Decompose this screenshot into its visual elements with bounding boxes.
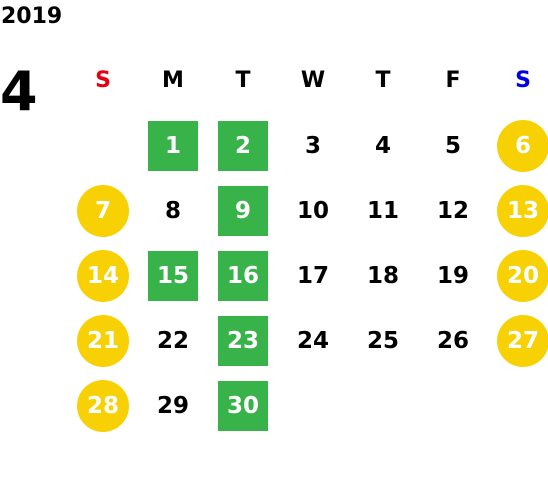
day-number: 22 (156, 327, 189, 354)
day-number: 24 (296, 327, 329, 354)
day-cell[interactable]: 2 (208, 113, 278, 178)
day-number: 26 (436, 327, 469, 354)
day-number: 25 (366, 327, 399, 354)
day-cell[interactable]: 8 (138, 178, 208, 243)
day-cell[interactable]: 21 (68, 308, 138, 373)
day-number: 17 (296, 262, 329, 289)
day-cell[interactable]: 29 (138, 373, 208, 438)
day-number: 12 (436, 197, 469, 224)
highlight-square-marker (218, 315, 268, 366)
day-number: 15 (156, 262, 189, 289)
week-row: 14 15 16 17 18 19 20 (68, 243, 548, 308)
calendar-month: 4 (0, 60, 38, 123)
day-cell[interactable]: 23 (208, 308, 278, 373)
day-number: 5 (444, 132, 461, 159)
weekday-label: W (300, 68, 326, 93)
day-number: 20 (506, 262, 539, 289)
day-cell[interactable]: 11 (348, 178, 418, 243)
highlight-square-marker (218, 380, 268, 431)
day-number: 30 (226, 392, 259, 419)
weekend-circle-marker (77, 379, 129, 432)
day-cell[interactable]: 16 (208, 243, 278, 308)
week-row: 7 8 9 10 11 12 13 (68, 178, 548, 243)
day-number: 3 (304, 132, 321, 159)
week-row: 1 2 3 4 5 6 (68, 113, 548, 178)
day-cell[interactable]: 4 (348, 113, 418, 178)
day-number: 2 (234, 132, 251, 159)
weekend-circle-marker (77, 249, 129, 302)
day-cell[interactable]: 18 (348, 243, 418, 308)
day-cell[interactable]: 1 (138, 113, 208, 178)
weekend-circle-marker (77, 184, 129, 237)
day-number: 6 (514, 132, 531, 159)
day-cell[interactable]: 15 (138, 243, 208, 308)
weekend-circle-marker (497, 314, 548, 367)
day-cell[interactable]: 17 (278, 243, 348, 308)
day-number: 14 (86, 262, 119, 289)
day-number: 18 (366, 262, 399, 289)
highlight-square-marker (218, 250, 268, 301)
day-number: 23 (226, 327, 259, 354)
day-cell[interactable]: 27 (488, 308, 548, 373)
day-number: 21 (86, 327, 119, 354)
weekend-circle-marker (77, 314, 129, 367)
day-number: 10 (296, 197, 329, 224)
day-number: 1 (164, 132, 181, 159)
week-row: 21 22 23 24 25 26 27 (68, 308, 548, 373)
highlight-square-marker (218, 185, 268, 236)
day-cell[interactable]: 6 (488, 113, 548, 178)
weekend-circle-marker (497, 119, 548, 172)
weekend-circle-marker (497, 184, 548, 237)
day-cell[interactable]: 7 (68, 178, 138, 243)
day-cell[interactable]: 28 (68, 373, 138, 438)
weekday-label: S (515, 68, 531, 93)
highlight-square-marker (218, 120, 268, 171)
day-cell[interactable]: 25 (348, 308, 418, 373)
day-number: 16 (226, 262, 259, 289)
day-cell[interactable]: 19 (418, 243, 488, 308)
day-number: 27 (506, 327, 539, 354)
day-cell[interactable]: 13 (488, 178, 548, 243)
day-cell[interactable]: 10 (278, 178, 348, 243)
weekday-label: M (162, 68, 184, 93)
day-number: 13 (506, 197, 539, 224)
day-number: 4 (374, 132, 391, 159)
day-cell[interactable]: 24 (278, 308, 348, 373)
highlight-square-marker (148, 250, 198, 301)
week-row: 28 29 30 (68, 373, 548, 438)
day-cell[interactable]: 3 (278, 113, 348, 178)
day-number: 11 (366, 197, 399, 224)
day-cell[interactable]: 22 (138, 308, 208, 373)
day-cell[interactable]: 26 (418, 308, 488, 373)
day-number: 29 (156, 392, 189, 419)
weekend-circle-marker (497, 249, 548, 302)
day-number: 7 (94, 197, 111, 224)
weekday-label: T (375, 68, 391, 93)
day-cell[interactable]: 20 (488, 243, 548, 308)
day-number: 9 (234, 197, 251, 224)
day-cell[interactable]: 14 (68, 243, 138, 308)
calendar-year: 2019 (1, 4, 63, 29)
weekday-label: F (445, 68, 461, 93)
day-cell[interactable]: 5 (418, 113, 488, 178)
day-cell[interactable]: 30 (208, 373, 278, 438)
day-cell[interactable]: 9 (208, 178, 278, 243)
day-number: 8 (164, 197, 181, 224)
day-cell[interactable]: 12 (418, 178, 488, 243)
highlight-square-marker (148, 120, 198, 171)
weekday-label: T (235, 68, 251, 93)
day-number: 19 (436, 262, 469, 289)
day-number: 28 (86, 392, 119, 419)
weekday-label: S (95, 68, 111, 93)
